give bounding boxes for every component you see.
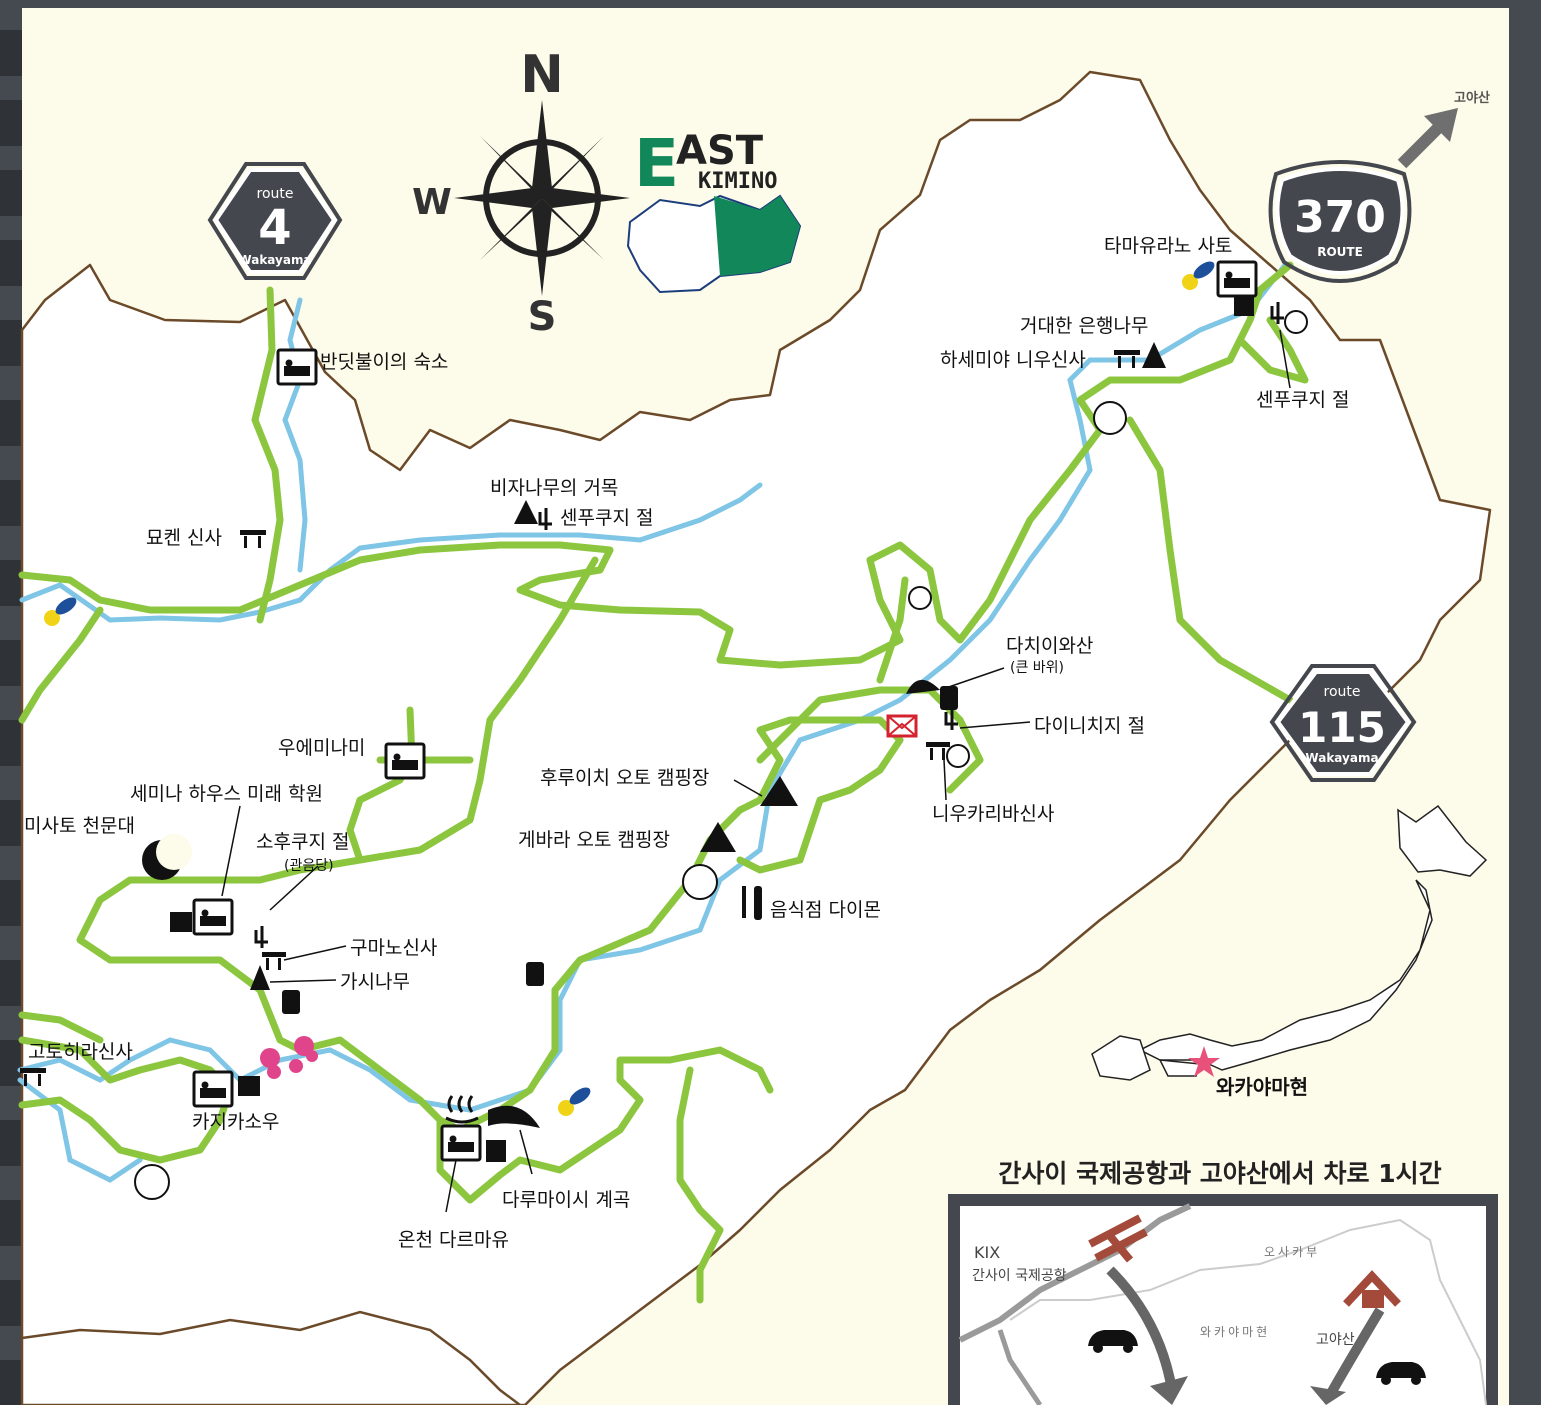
wakayama-star-icon: [1188, 1046, 1220, 1077]
restaurant-icon: [742, 886, 762, 920]
mail-icon: [886, 714, 918, 738]
label-seminar: 세미나 하우스 미래 학원: [130, 783, 323, 805]
label-onsen: 온천 다르마유: [398, 1229, 509, 1251]
koyasan-direction-label: 고야산: [1454, 90, 1490, 106]
label-bija-tree: 비자나무의 거목: [490, 477, 618, 499]
binder-marks: [0, 30, 22, 1405]
inset-arrow-koyasan: [1325, 1307, 1385, 1398]
route-115-number: 115: [1298, 703, 1386, 752]
compass-s: S: [528, 294, 557, 340]
restroom-icon: [134, 310, 1308, 1200]
route-370-shield: 370 ROUTE: [1268, 160, 1412, 283]
inset-wakayama: 와카야마현: [1200, 1325, 1270, 1339]
firefly-icon: [44, 261, 1215, 1116]
brand-big-letter: E: [634, 125, 679, 202]
route-115-top: route: [1324, 684, 1361, 700]
label-sohukuji-sub: (관음당): [284, 858, 334, 874]
label-furuichi: 후루이치 오토 캠핑장: [540, 767, 709, 789]
brand-line2: KIMINO: [698, 169, 777, 194]
torii-shrine-icon: [20, 350, 1140, 1086]
label-senpukuji-mid: 센푸쿠지 절: [560, 507, 653, 529]
label-gashi: 가시나무: [340, 971, 410, 993]
inset-kix: KIX: [974, 1243, 1000, 1262]
fuel-icon: [282, 686, 958, 1014]
access-inset: KIX 간사이 국제공항 오사카부 와카야마현 고야산: [948, 1194, 1498, 1405]
boundary-lower: [21, 1310, 521, 1405]
label-restaurant: 음식점 다이몬: [770, 899, 881, 921]
campsite-icon: [700, 776, 798, 852]
brand-logo: E AST KIMINO: [626, 125, 802, 294]
lodging-icon: [1216, 260, 1258, 298]
label-bandeutbul: 반딧불이의 숙소: [320, 351, 448, 373]
label-senpukuji-top: 센푸쿠지 절: [1256, 389, 1349, 411]
route-4-top: route: [257, 186, 294, 202]
lodging-icon: [440, 1124, 482, 1162]
rock-icon: [488, 679, 940, 1128]
shop-icon: [170, 296, 1254, 1162]
label-myoken: 묘켄 신사: [146, 527, 222, 549]
compass: N W S: [412, 45, 630, 340]
roads: [18, 261, 1309, 1304]
airport-road-icon: [1088, 1214, 1148, 1263]
label-kumano: 구마노신사: [350, 937, 437, 959]
koyasan-direction-arrow: [1397, 108, 1458, 169]
observatory-moon-icon: [142, 834, 192, 880]
tree-icon: [250, 342, 1166, 990]
label-uemiami: 우에미나미: [278, 737, 365, 759]
cherry-blossom-icon: [260, 1036, 318, 1079]
label-dachiiwa-sub: (큰 바위): [1010, 660, 1064, 676]
label-sohukuji: 소후쿠지 절: [256, 831, 349, 853]
lodging-icon: [276, 348, 318, 386]
temple-icon: [254, 302, 1284, 948]
route-370-bottom: ROUTE: [1317, 245, 1363, 259]
label-darumai: 다루마이시 계곡: [502, 1189, 630, 1211]
route-4-number: 4: [258, 200, 291, 256]
hot-spring-icon: [445, 1095, 479, 1124]
inset-arrow-airport: [1106, 1266, 1177, 1391]
kimino-mini-map-east: [714, 196, 800, 276]
label-wakayama-pref: 와카야마현: [1216, 1075, 1308, 1099]
route-115-bottom: Wakayama: [1305, 751, 1378, 765]
inset-airport: 간사이 국제공항: [972, 1268, 1067, 1284]
lodging-icon: [192, 898, 234, 936]
leader-lines: [221, 329, 1291, 1213]
label-tamayurano-sato: 타마유라노 사토: [1104, 235, 1232, 257]
label-gotohira: 고토히라신사: [28, 1041, 133, 1063]
inset-title: 간사이 국제공항과 고야산에서 차로 1시간: [998, 1159, 1441, 1188]
label-dainichiji: 다이니치지 절: [1034, 715, 1145, 737]
inset-koyasan: 고야산: [1316, 1332, 1355, 1348]
lodging-icon: [384, 742, 426, 780]
label-dachiiwa: 다치이와산: [1006, 635, 1093, 657]
route-115-shield: route 115 Wakayama: [1269, 664, 1417, 782]
koyasan-temple-icon: [1343, 1270, 1401, 1307]
compass-w: W: [412, 182, 452, 223]
inset-osaka: 오사카부: [1264, 1245, 1320, 1259]
japan-minimap: [1091, 804, 1488, 1081]
compass-n: N: [520, 45, 564, 105]
label-hasemiya-niu: 하세미야 니우신사: [940, 349, 1086, 371]
route-4-shield: route 4 Wakayama: [207, 162, 343, 280]
route-4-bottom: Wakayama: [238, 253, 311, 267]
car-icon: [1088, 1330, 1138, 1353]
label-gebara: 게바라 오토 캠핑장: [518, 829, 670, 851]
route-370-number: 370: [1294, 192, 1386, 243]
car-icon: [1376, 1362, 1426, 1385]
label-niukaribasha: 니우카리바신사: [932, 803, 1054, 825]
label-misato: 미사토 천문대: [24, 815, 135, 837]
kimino-region: [20, 70, 1492, 1405]
brand-line1: AST: [676, 128, 764, 174]
lodging-icon: [192, 1070, 234, 1108]
label-giant-ginkgo: 거대한 은행나무: [1020, 315, 1148, 337]
label-kajika: 카지카소우: [192, 1111, 279, 1133]
